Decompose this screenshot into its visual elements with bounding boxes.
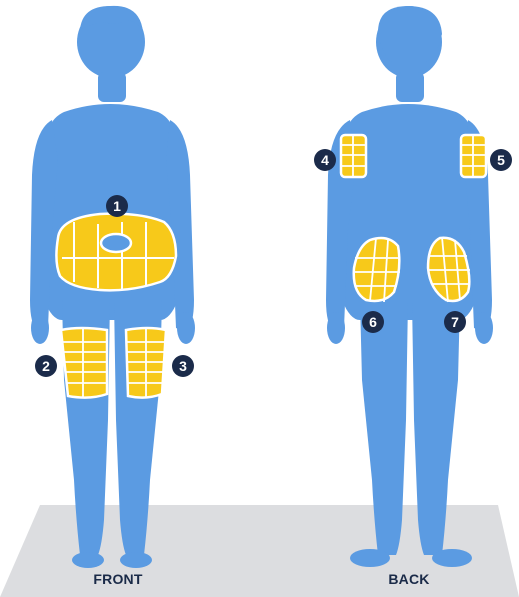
injection-zone-abdomen — [56, 214, 176, 291]
injection-zone-front-thigh-right — [126, 328, 166, 398]
site-badge-5: 5 — [490, 149, 512, 171]
svg-text:1: 1 — [113, 198, 121, 214]
site-badge-2: 2 — [35, 355, 57, 377]
site-badge-3: 3 — [172, 355, 194, 377]
site-badge-1: 1 — [106, 195, 128, 217]
svg-text:6: 6 — [369, 314, 377, 330]
svg-text:2: 2 — [42, 358, 50, 374]
svg-text:7: 7 — [451, 314, 459, 330]
svg-text:4: 4 — [321, 152, 329, 168]
site-badge-4: 4 — [314, 149, 336, 171]
injection-zone-front-thigh-left — [61, 328, 107, 398]
injection-zone-buttock-left — [354, 238, 400, 302]
front-view-label: FRONT — [58, 571, 178, 587]
svg-text:3: 3 — [179, 358, 187, 374]
injection-zone-back-arm-left — [341, 135, 366, 177]
svg-text:5: 5 — [497, 152, 505, 168]
navel-cutout — [101, 234, 131, 252]
injection-zone-back-arm-right — [461, 135, 486, 177]
site-badge-6: 6 — [362, 311, 384, 333]
back-view-label: BACK — [349, 571, 469, 587]
site-badge-7: 7 — [444, 311, 466, 333]
